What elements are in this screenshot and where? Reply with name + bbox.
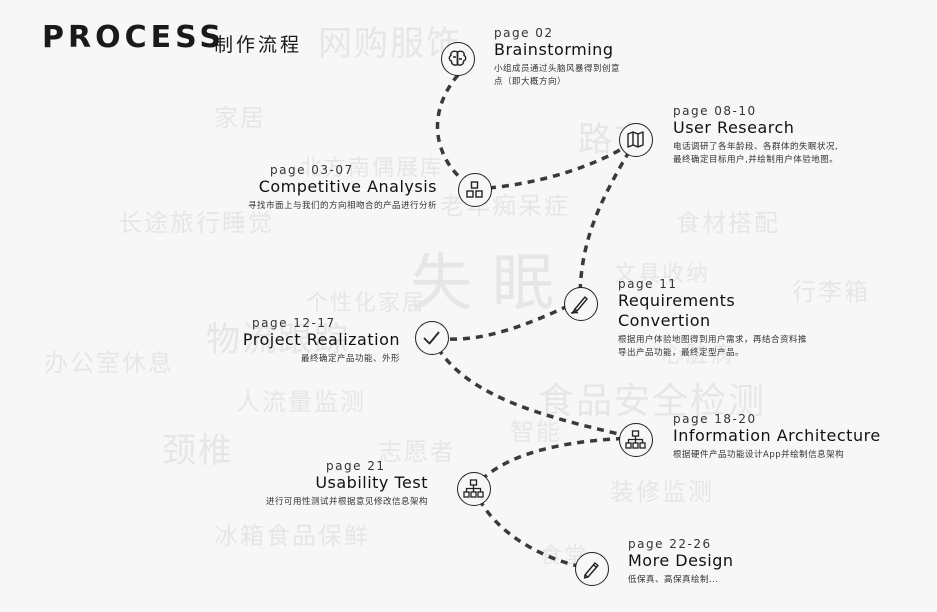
bg-word: 北方南偶展库 [300,156,445,181]
requirements-convertion-node [564,287,598,321]
bg-word: 办公室休息 [44,349,174,377]
hierarchy-icon [625,430,646,449]
bg-word: 装修监测 [610,478,714,506]
step-information-architecture: page 18-20 Information Architecture 根据硬件… [673,412,883,462]
project-realization-node [415,321,449,355]
page-title: PROCESS [42,20,225,55]
bg-word: 失眠 [410,246,575,319]
step-desc: 点（即大概方向） [494,77,567,87]
step-desc: 进行可用性测试并根据意见修改信息架构 [265,497,428,507]
bg-word: 人流量监测 [236,388,366,416]
step-page: page 22-26 [628,537,712,551]
step-desc: 小组成员通过头脑风暴得到创意 [494,64,621,74]
competitive-analysis-node [458,173,492,207]
step-desc: 根据用户体验地图得到用户需求，再结合资料推 [618,335,808,345]
user-research-node [619,123,653,157]
step-desc: 最终确定目标用户,并绘制用户体验地图。 [673,155,839,165]
bg-word: 颈椎 [162,431,234,471]
pen-icon [570,296,588,314]
more-design-node [575,552,609,586]
step-page: page 03-07 [270,163,354,177]
step-name: Usability Test [315,473,428,492]
step-competitive-analysis: page 03-07 Competitive Analysis 寻找市面上与我们… [200,163,437,213]
step-name: Requirements Convertion [618,291,736,330]
step-more-design: page 22-26 More Design 低保真、高保真绘制... [628,537,798,587]
map-icon [627,131,644,148]
step-project-realization: page 12-17 Project Realization 最终确定产品功能、… [240,316,400,366]
step-desc: 寻找市面上与我们的方向相吻合的产品进行分析 [247,201,437,211]
bg-word: 网购服饰 [318,24,462,64]
step-user-research: page 08-10 User Research 电话调研了各年龄段、各群体的失… [673,104,873,167]
step-name: Information Architecture [673,426,881,445]
bg-word: 长途旅行睡觉 [118,209,274,237]
pencil-icon [583,562,599,579]
step-name: Brainstorming [494,40,614,59]
usability-test-node [457,472,491,506]
step-page: page 02 [494,26,554,40]
bg-word: 志愿者 [378,438,456,466]
step-desc: 根据硬件产品功能设计App并绘制信息架构 [673,450,845,460]
bg-word: 个性化家居 [306,291,427,316]
step-page: page 12-17 [252,316,336,330]
bg-word: 文具收纳 [614,262,711,287]
bg-word: 智能 [510,418,562,446]
step-page: page 11 [618,277,678,291]
bg-word: 冰箱食品保鲜 [214,522,370,550]
step-name: Project Realization [242,330,400,349]
step-desc: 电话调研了各年龄段、各群体的失眠状况, [673,142,839,152]
step-desc: 最终确定产品功能、外形 [300,354,400,364]
step-desc: 低保真、高保真绘制... [628,575,719,585]
brain-icon [448,50,467,66]
bg-word: 家居 [214,104,266,132]
information-architecture-node [619,423,653,457]
step-brainstorming: page 02 Brainstorming 小组成员通过头脑风暴得到创意 点（即… [494,26,664,89]
bg-word: 心脏病 [662,343,735,368]
bg-word: 食材搭配 [676,209,780,237]
bg-word: 食品安全检测 [538,381,767,422]
bg-word: 行李箱 [792,278,870,306]
brainstorming-node [441,42,475,76]
step-name: More Design [628,551,734,570]
step-name: Competitive Analysis [258,177,437,196]
step-desc: 导出产品功能，最终定型产品。 [618,348,745,358]
step-usability-test: page 21 Usability Test 进行可用性测试并根据意见修改信息架… [200,459,428,509]
bg-word: 物流跟踪 [206,320,350,360]
step-page: page 21 [326,459,386,473]
page-subtitle: 制作流程 [214,34,303,56]
step-requirements-convertion: page 11 Requirements Convertion 根据用户体验地图… [618,277,833,360]
step-page: page 08-10 [673,104,757,118]
check-icon [423,331,440,345]
squares-icon [466,181,483,198]
step-page: page 18-20 [673,412,757,426]
step-name: User Research [673,118,795,137]
hierarchy-icon [463,479,484,498]
